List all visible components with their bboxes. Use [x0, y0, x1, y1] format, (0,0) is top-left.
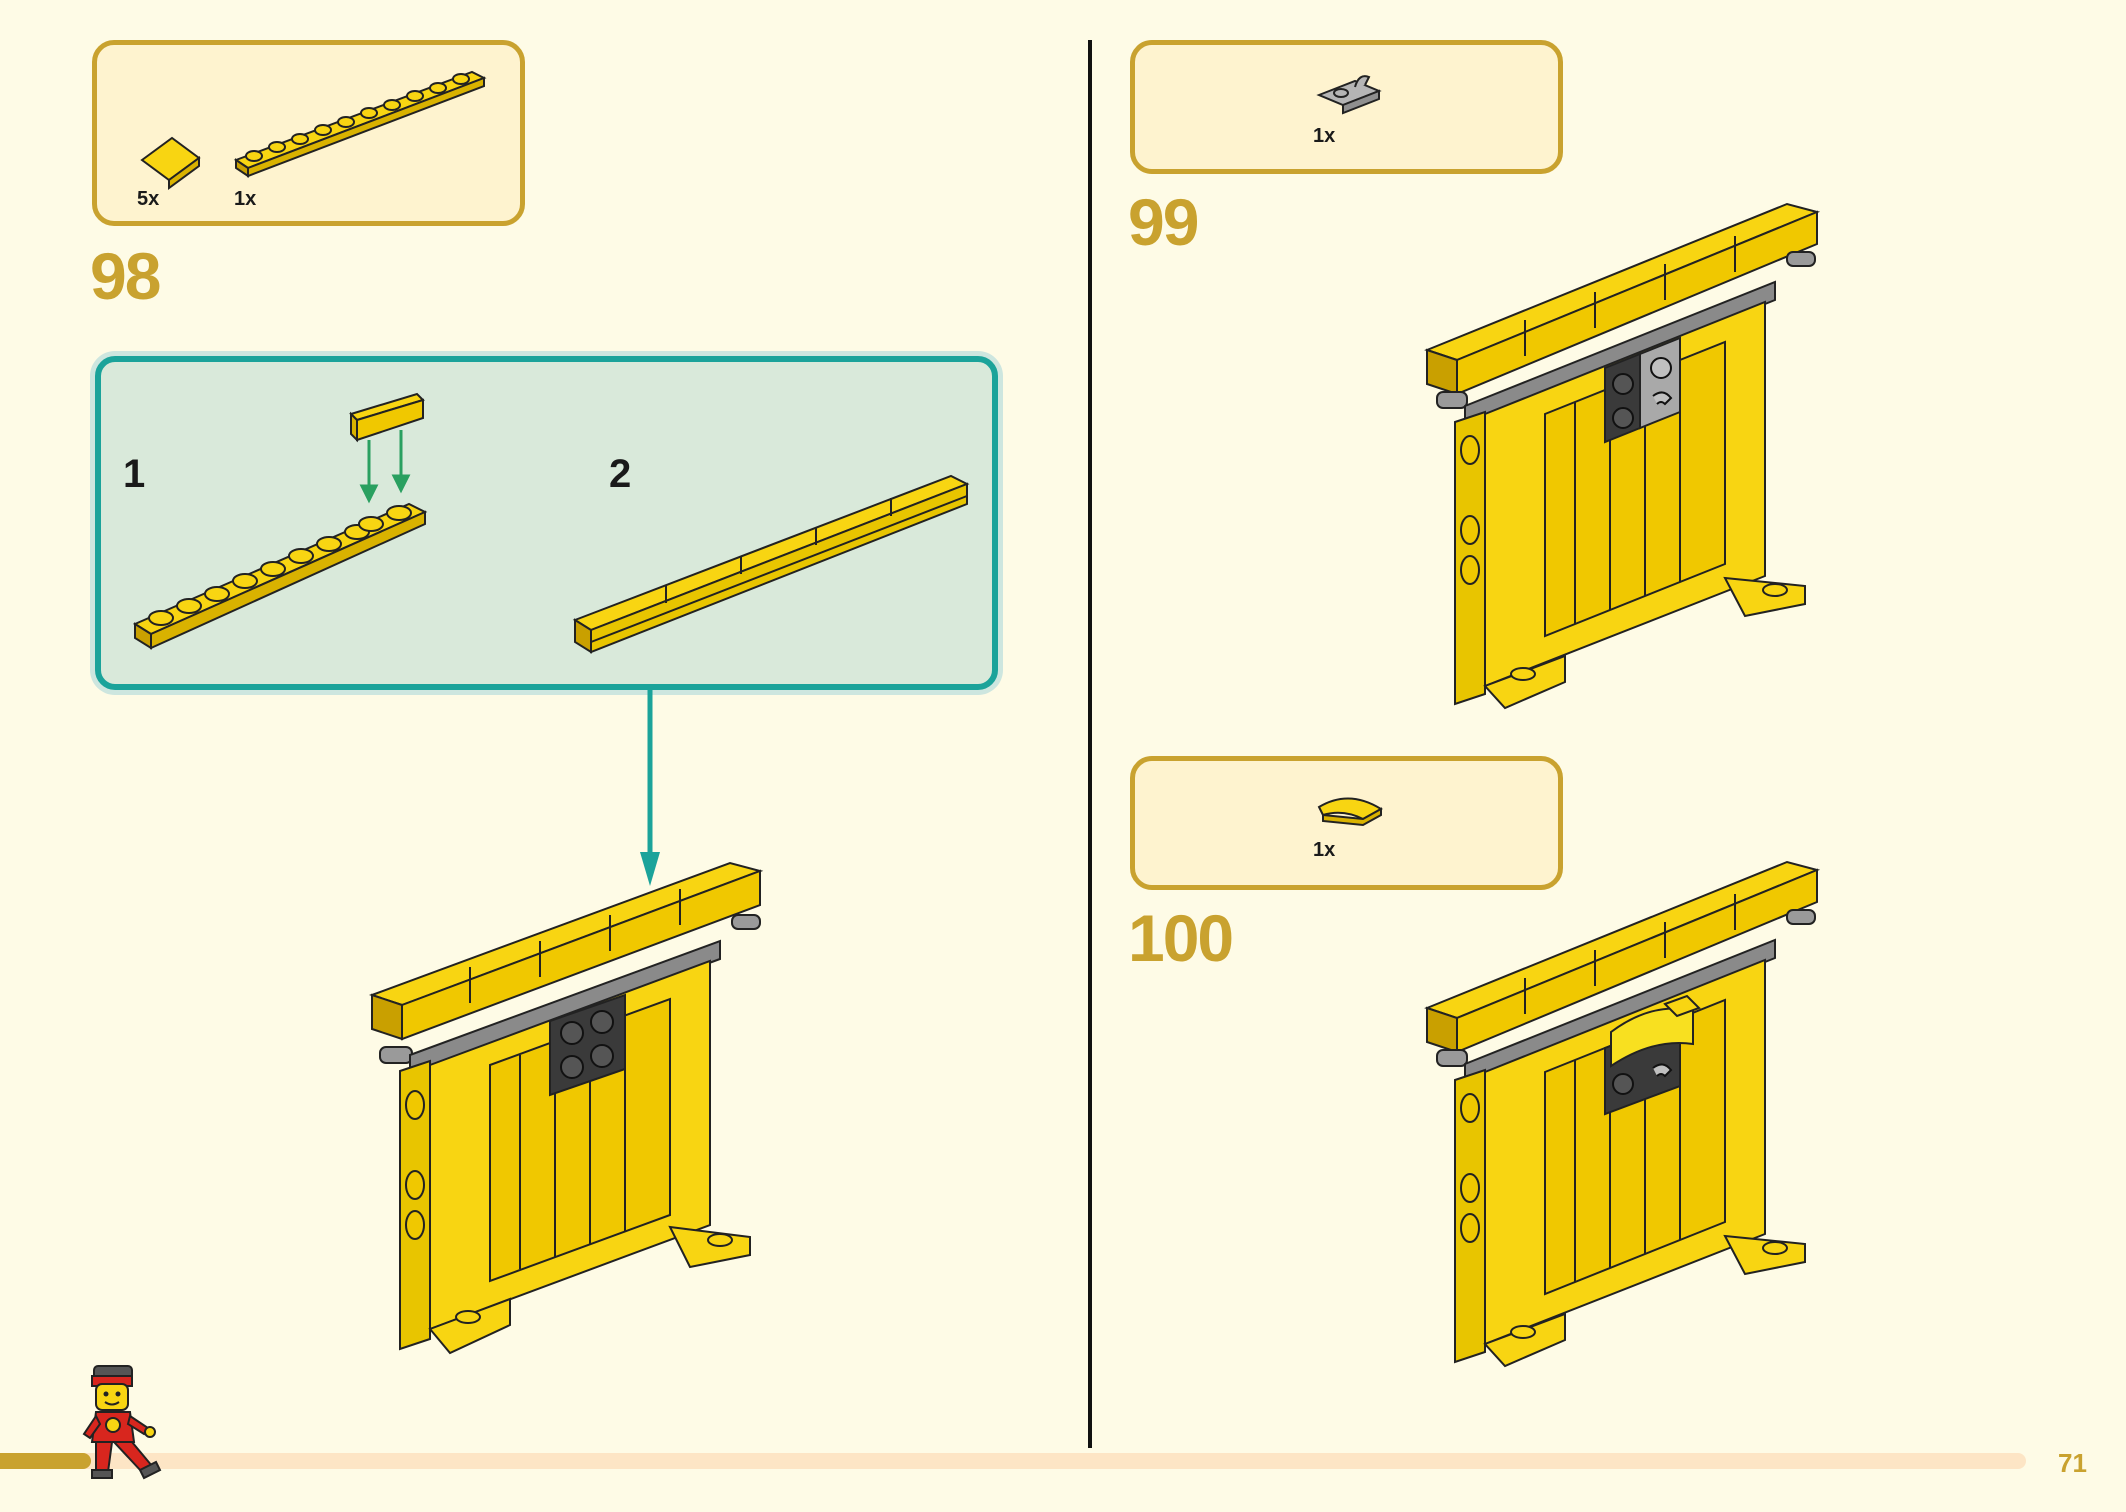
part-qty-slope: 5x: [137, 188, 160, 210]
progress-fill: [0, 1453, 91, 1469]
yellow-slope-tile-icon: [140, 136, 201, 190]
step-number-98: 98: [90, 239, 161, 313]
step-number-99: 99: [1128, 185, 1199, 259]
sub-step-label-2: 2: [609, 452, 632, 496]
yellow-plate-1x10-icon: [233, 70, 487, 178]
grey-clip-plate-icon: [1316, 75, 1382, 115]
parts-box-step-98: 5x 1x: [92, 40, 525, 226]
minifigure-mascot-icon: [82, 1365, 162, 1480]
part-qty-curved-slope: 1x: [1313, 839, 1336, 861]
part-qty-plate: 1x: [234, 188, 257, 210]
assembly-arrow: [640, 690, 660, 886]
model-step-98-illustration: [368, 861, 764, 1355]
yellow-curved-slope-icon: [1317, 797, 1383, 827]
model-step-100-illustration: [1424, 860, 1821, 1368]
substep-2-tiled-plate-illustration: [572, 474, 970, 654]
parts-box-step-99: 1x: [1130, 40, 1563, 174]
progress-track: [0, 1453, 2026, 1469]
substep-1-plate-illustration: [132, 392, 428, 650]
page-divider: [1088, 40, 1092, 1448]
part-qty-clip: 1x: [1313, 125, 1336, 147]
model-step-99-illustration: [1424, 202, 1821, 710]
parts-box-step-100: 1x: [1130, 756, 1563, 890]
sub-assembly-box: 1 2: [95, 356, 998, 690]
page-number: 71: [2058, 1448, 2087, 1478]
step-number-100: 100: [1128, 901, 1234, 975]
sub-step-label-1: 1: [123, 452, 146, 496]
